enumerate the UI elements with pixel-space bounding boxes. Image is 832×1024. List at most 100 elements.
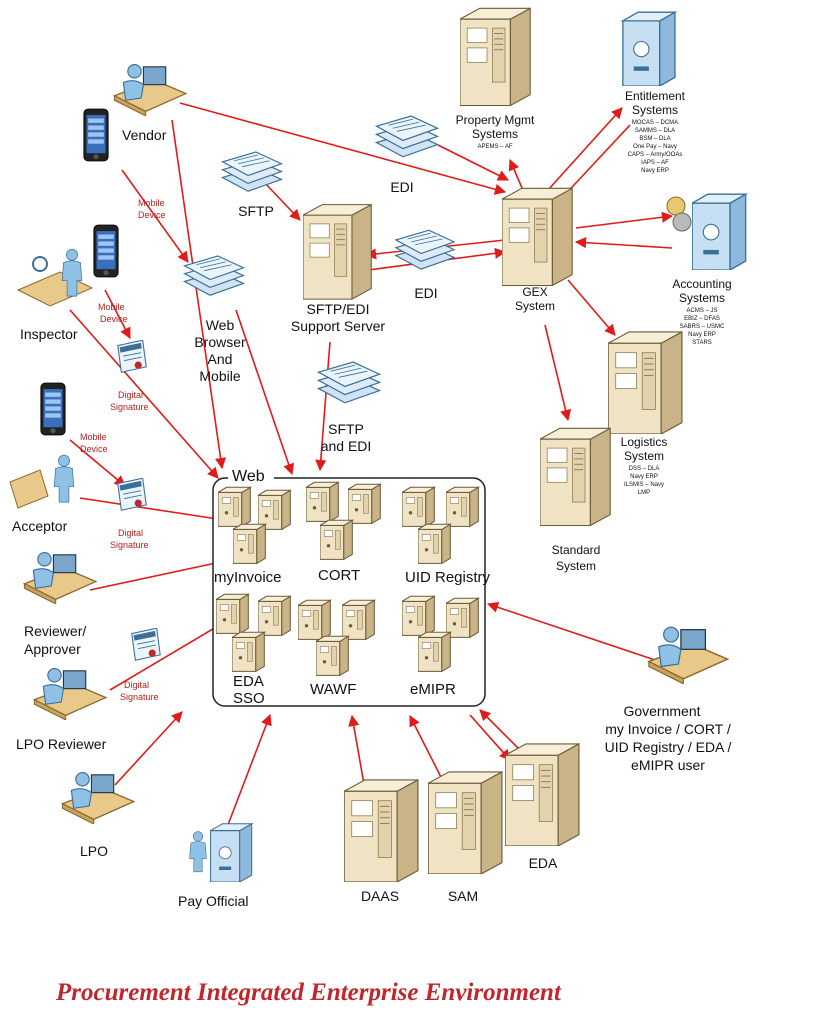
arrow-accounting-gex <box>574 237 673 249</box>
gov-label-1: Government <box>623 703 700 719</box>
arrow-layer <box>69 102 674 831</box>
browser-label-4: Mobile <box>199 368 240 384</box>
app-myinvoice: myInvoice <box>214 569 282 586</box>
accounting-label-2: Systems <box>679 291 725 305</box>
mobile-3a: Mobile <box>80 432 107 442</box>
accounting-item: Navy ERP <box>688 332 716 338</box>
sftp-edi-docs: SFTP and EDI <box>317 361 381 454</box>
logistics-item: LMP <box>638 490 650 496</box>
arrow-sam-web <box>409 715 446 786</box>
property-label-2: Systems <box>472 127 518 141</box>
digsig-3a: Digital <box>124 680 149 690</box>
gex-system: GEX System <box>502 187 573 313</box>
lpo-label: LPO <box>80 843 108 859</box>
entitlement-label-1: Entitlement <box>625 89 686 103</box>
arrow-gex-entitlement-1 <box>547 107 623 191</box>
standard-label-2: System <box>556 559 596 573</box>
entitlement-label-2: Systems <box>632 103 678 117</box>
entitlement-item: SAMMS – DLA <box>635 128 675 134</box>
arrow-reviewer-web <box>89 556 232 591</box>
arrow-phone2-cert <box>104 289 131 339</box>
gov-label-3: UID Registry / EDA / <box>605 739 732 755</box>
sftp-server-label-2: Support Server <box>291 318 385 334</box>
app-eda-sso-1: EDA <box>233 673 264 690</box>
gov-label-2: my Invoice / CORT / <box>605 721 731 737</box>
eda-label: EDA <box>529 855 558 871</box>
mobile-device-2: Mobile Device <box>93 224 128 324</box>
edi-top-label: EDI <box>390 179 413 195</box>
sftp-edi-label-2: and EDI <box>321 438 372 454</box>
daas-server: DAAS <box>344 779 419 904</box>
arrow-gov-web <box>486 601 656 661</box>
mobile-device-3: Mobile Device <box>40 382 108 454</box>
browser-label-1: Web <box>206 317 235 333</box>
mobile-1a: Mobile <box>138 198 165 208</box>
edi-mid-docs: EDI <box>395 229 455 301</box>
accounting-item: EBIZ – DFAS <box>684 316 720 322</box>
gov-label-4: eMIPR user <box>631 757 705 773</box>
government-user: Government my Invoice / CORT / UID Regis… <box>605 626 732 773</box>
arrow-lpo-reviewer-web <box>109 619 229 691</box>
reviewer-label-2: Approver <box>24 641 81 657</box>
arrow-acceptor-web <box>79 497 226 525</box>
sam-label: SAM <box>448 888 478 904</box>
digsig-2a: Digital <box>118 528 143 538</box>
arrow-eda-web <box>479 709 526 756</box>
mobile-2b: Device <box>100 314 128 324</box>
acceptor-label: Acceptor <box>12 518 68 534</box>
entitlement-item: MOCAS – DCMA <box>632 120 678 126</box>
inspector-label: Inspector <box>20 326 78 342</box>
property-sub: APEMS – AF <box>477 144 512 150</box>
sftp-label: SFTP <box>238 203 274 219</box>
arrow-vendor-web <box>171 119 227 470</box>
edi-mid-label: EDI <box>414 285 437 301</box>
vendor-label: Vendor <box>122 127 167 143</box>
arrow-gex-accounting <box>575 211 674 229</box>
app-cort: CORT <box>318 567 360 584</box>
digital-signature-2: Digital Signature <box>110 478 149 550</box>
arrow-server-web <box>315 341 331 472</box>
sftp-edi-label-1: SFTP <box>328 421 364 437</box>
digital-signature-1: Digital Signature <box>110 340 149 412</box>
inspector-actor: Inspector <box>16 248 94 342</box>
diagram-title: Procurement Integrated Enterprise Enviro… <box>55 979 562 1006</box>
sftp-server-label-1: SFTP/EDI <box>306 301 369 317</box>
arrow-phone1-browser <box>121 169 189 263</box>
property-mgmt-systems: Property Mgmt Systems APEMS – AF <box>456 7 535 150</box>
arrow-gex-property <box>508 158 523 189</box>
accounting-item: SABRS – USMC <box>680 324 725 330</box>
digsig-1b: Signature <box>110 402 149 412</box>
mobile-2a: Mobile <box>98 302 125 312</box>
arrow-phone3-cert <box>69 439 126 487</box>
standard-system: Standard System <box>540 427 611 573</box>
vendor-actor: Vendor <box>113 63 187 143</box>
arrow-edi-gex <box>437 144 510 181</box>
arrow-browser-web <box>235 309 295 476</box>
browser-label-2: Browser <box>194 334 246 350</box>
sam-server: SAM <box>428 771 503 904</box>
arrow-gex-logistics <box>567 279 616 336</box>
edi-top-docs: EDI <box>375 115 439 195</box>
arrow-inspector-web <box>69 309 219 479</box>
web-label: Web <box>232 468 265 485</box>
app-uid-registry: UID Registry <box>405 569 491 586</box>
lpo-actor: LPO <box>61 771 135 859</box>
arrow-gex-standard <box>544 324 572 422</box>
logistics-item: ILSMIS – Navy <box>624 482 664 488</box>
logistics-label-2: System <box>624 449 664 463</box>
arrow-web-eda <box>469 714 511 761</box>
logistics-item: DSS – DLA <box>629 466 660 472</box>
digsig-3b: Signature <box>120 692 159 702</box>
digital-signature-3: Digital Signature <box>120 628 161 702</box>
daas-label: DAAS <box>361 888 399 904</box>
arrow-daas-web <box>348 714 366 791</box>
entitlement-item: IAPS – AF <box>641 160 669 166</box>
accounting-label-1: Accounting <box>672 277 731 291</box>
web-container: Web myInvoice CORT UID Registry EDA SSO … <box>212 466 491 707</box>
